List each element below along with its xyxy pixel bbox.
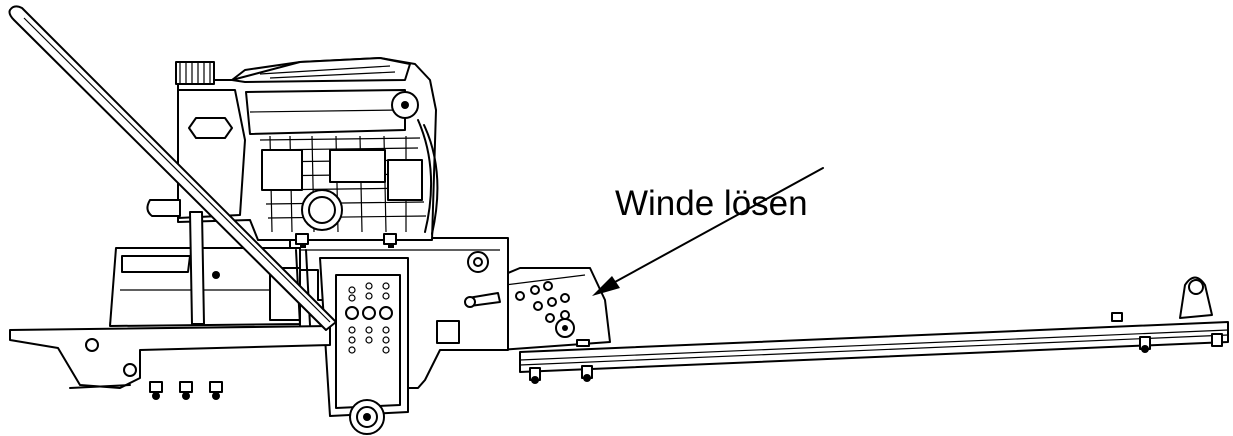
tow-boom bbox=[519, 312, 1229, 384]
callout-label: Winde lösen bbox=[615, 184, 808, 223]
height-adjust-plate bbox=[319, 257, 409, 435]
winch-bracket bbox=[495, 267, 611, 351]
handle-bar bbox=[8, 5, 337, 331]
engine-base-housing bbox=[109, 247, 301, 327]
mower-deck bbox=[9, 319, 331, 400]
callout-arrow bbox=[592, 167, 824, 296]
hitch-bracket bbox=[1179, 276, 1213, 319]
